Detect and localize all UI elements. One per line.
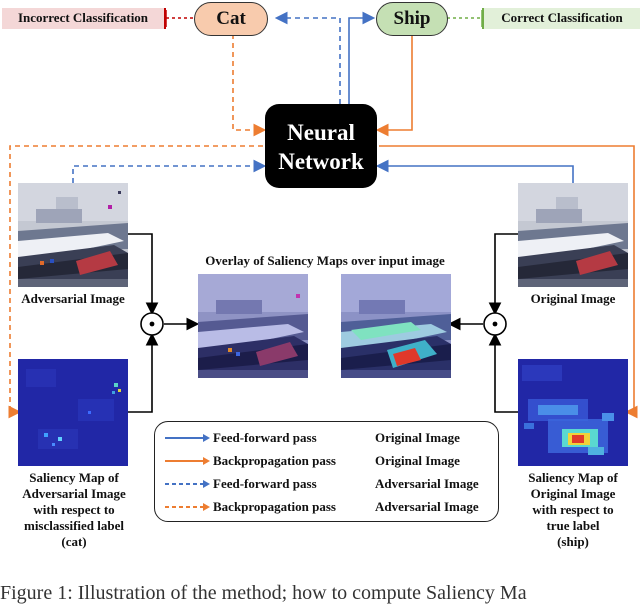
adversarial-image-art bbox=[18, 183, 128, 287]
orig-backprop-to-saliency bbox=[379, 145, 638, 419]
original-image bbox=[518, 183, 628, 287]
legend-image: Adversarial Image bbox=[375, 499, 479, 514]
connector-layer bbox=[8, 10, 638, 419]
adv-backprop-to-saliency bbox=[8, 145, 263, 419]
figure-caption: Figure 1: Illustration of the method; ho… bbox=[0, 582, 527, 604]
adv-forward-to-cat bbox=[274, 11, 341, 104]
orig-backprop-from-ship bbox=[375, 34, 413, 137]
adversarial-overlay-image bbox=[198, 274, 308, 378]
adv-image-to-nn bbox=[72, 159, 267, 183]
legend-pass: Backpropagation pass bbox=[213, 453, 336, 468]
original-saliency-map bbox=[518, 359, 628, 466]
nn-line2: Network bbox=[278, 149, 364, 174]
orig-image-to-multiply bbox=[488, 233, 518, 316]
legend-box: Feed-forward pass Original Image Backpro… bbox=[154, 421, 499, 522]
legend-row: Feed-forward pass Adversarial Image bbox=[155, 476, 498, 494]
overlay-title: Overlay of Saliency Maps over input imag… bbox=[205, 253, 445, 268]
legend-line-swatch bbox=[165, 480, 210, 488]
legend-pass: Feed-forward pass bbox=[213, 476, 317, 491]
legend-image: Original Image bbox=[375, 453, 460, 468]
legend-row: Feed-forward pass Original Image bbox=[155, 430, 498, 448]
legend-row: Backpropagation pass Adversarial Image bbox=[155, 499, 498, 517]
adversarial-saliency-caption: Saliency Map of Adversarial Image with r… bbox=[22, 470, 126, 549]
adversarial-image bbox=[18, 183, 128, 287]
orig-saliency-to-multiply bbox=[488, 332, 518, 413]
cat-label-pill: Cat bbox=[194, 2, 268, 36]
adv-image-to-multiply bbox=[128, 233, 159, 316]
orig-forward-to-ship bbox=[348, 11, 376, 104]
original-image-art bbox=[518, 183, 628, 287]
legend-pass: Feed-forward pass bbox=[213, 430, 317, 445]
adversarial-image-label: Adversarial Image bbox=[21, 291, 125, 306]
ship-label-pill: Ship bbox=[376, 2, 448, 36]
original-overlay-image bbox=[341, 274, 451, 378]
correct-classification-tag: Correct Classification bbox=[482, 8, 640, 29]
legend-image: Adversarial Image bbox=[375, 476, 479, 491]
adversarial-saliency-map bbox=[18, 359, 128, 466]
legend-line-swatch bbox=[165, 503, 210, 511]
legend-image: Original Image bbox=[375, 430, 460, 445]
neural-network-box: Neural Network bbox=[265, 104, 377, 188]
legend-line-swatch bbox=[165, 457, 210, 465]
nn-line1: Neural bbox=[287, 120, 355, 145]
incorrect-classification-tag: Incorrect Classification bbox=[2, 8, 166, 29]
orig-image-to-nn bbox=[375, 159, 574, 183]
original-image-label: Original Image bbox=[530, 291, 616, 306]
legend-pass: Backpropagation pass bbox=[213, 499, 336, 514]
legend-row: Backpropagation pass Original Image bbox=[155, 453, 498, 471]
legend-line-swatch bbox=[165, 434, 210, 442]
original-saliency-caption: Saliency Map of Original Image with resp… bbox=[528, 470, 618, 549]
adv-saliency-to-multiply bbox=[128, 332, 159, 413]
adv-backprop-from-cat bbox=[232, 34, 267, 137]
